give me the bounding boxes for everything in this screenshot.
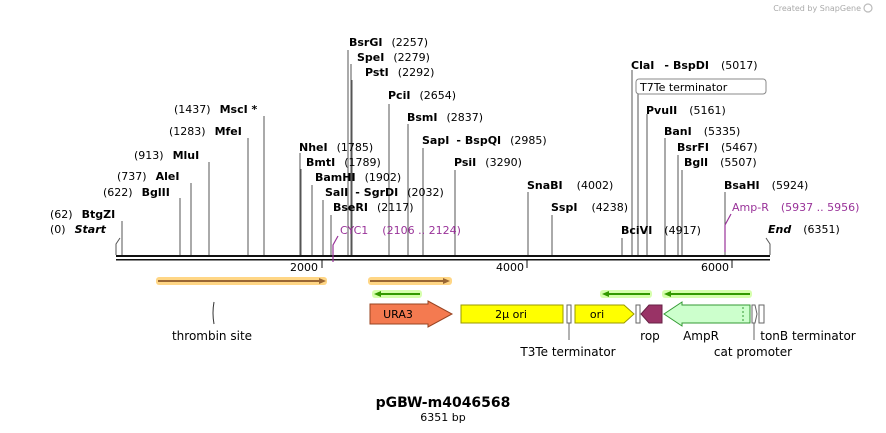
site-label-sspi[interactable]: SspI(4238) <box>551 201 628 214</box>
cat-promoter-feature[interactable]: cat promoter <box>714 304 792 359</box>
two-mu-ori-feature[interactable]: 2μ ori <box>460 304 564 324</box>
t7te-terminator-label: T7Te terminator <box>639 81 728 94</box>
watermark-text: Created by SnapGene <box>773 4 861 13</box>
site-label-bsrgi[interactable]: BsrGI(2257) <box>349 36 428 49</box>
t7te-terminator-marker[interactable] <box>635 304 641 324</box>
primer-labels: CYC1(2106 .. 2124) Amp-R(5937 .. 5956) <box>340 201 859 237</box>
primer-lines <box>332 213 732 262</box>
backbone <box>116 255 770 261</box>
ampr-feature[interactable]: AmpR <box>663 301 751 343</box>
site-label-bgli[interactable]: BglI(5507) <box>684 156 757 169</box>
t7te-terminator-label-box[interactable]: T7Te terminator <box>635 78 767 95</box>
site-label-end[interactable]: End(6351) <box>768 223 840 236</box>
site-lines <box>115 50 771 255</box>
site-line-end <box>765 237 771 255</box>
plasmid-size: 6351 bp <box>420 411 465 424</box>
t3te-terminator-label: T3Te terminator <box>519 345 615 359</box>
green-arrow-3-head <box>664 291 671 297</box>
orf-arrows <box>156 277 452 285</box>
rop-label: rop <box>640 329 660 343</box>
ura3-feature[interactable]: URA3 <box>369 300 454 328</box>
green-arrows <box>372 290 752 298</box>
site-label-psii[interactable]: PsiI(3290) <box>454 156 522 169</box>
t3te-terminator-feature[interactable]: T3Te terminator <box>519 304 616 359</box>
site-label-bsrfi[interactable]: BsrFI(5467) <box>677 141 758 154</box>
site-label-psti[interactable]: PstI(2292) <box>365 66 434 79</box>
site-label-spei[interactable]: SpeI(2279) <box>357 51 430 64</box>
site-label-nhei[interactable]: NheI(1785) <box>299 141 373 154</box>
rop-feature[interactable]: rop <box>640 304 663 343</box>
site-label-sapi[interactable]: SapI-BspQI(2985) <box>422 134 547 147</box>
orf-arrow-1-head <box>319 278 326 284</box>
scale-label-4000: 4000 <box>496 261 524 274</box>
cat-promoter-label: cat promoter <box>714 345 792 359</box>
thrombin-site-feature[interactable]: thrombin site <box>172 301 252 343</box>
ampr-label: AmpR <box>683 329 719 343</box>
scale-ticks: 2000 4000 6000 <box>290 259 733 274</box>
primer-label-ampr[interactable]: Amp-R(5937 .. 5956) <box>732 201 859 214</box>
plasmid-title: pGBW-m4046568 <box>376 395 511 411</box>
site-label-alei[interactable]: (737)AleI <box>117 170 179 183</box>
scale-label-2000: 2000 <box>290 261 318 274</box>
site-label-bani[interactable]: BanI(5335) <box>664 125 740 138</box>
green-arrow-2-head <box>602 291 609 297</box>
green-arrow-1-head <box>374 291 381 297</box>
site-label-bsmi[interactable]: BsmI(2837) <box>407 111 483 124</box>
site-label-bcivi[interactable]: BciVI(4917) <box>621 224 701 237</box>
site-label-sali[interactable]: SalI-SgrDI(2032) <box>325 186 444 199</box>
site-label-clai[interactable]: ClaI-BspDI(5017) <box>631 59 758 72</box>
thrombin-site-label: thrombin site <box>172 329 252 343</box>
site-label-bseri[interactable]: BseRI(2117) <box>333 201 414 214</box>
primer-line-ampr <box>724 213 732 252</box>
site-label-pcii[interactable]: PciI(2654) <box>388 89 456 102</box>
site-label-msci[interactable]: (1437)MscI * <box>174 103 258 116</box>
site-label-bamhi[interactable]: BamHI(1902) <box>315 171 401 184</box>
ori-feature[interactable]: ori <box>574 304 635 324</box>
site-label-bsahi[interactable]: BsaHI(5924) <box>724 179 808 192</box>
site-line-start <box>115 237 121 255</box>
tonb-terminator-feature[interactable]: tonB terminator <box>758 304 856 343</box>
tonb-terminator-label: tonB terminator <box>760 329 856 343</box>
primer-line-cyc1 <box>332 235 339 262</box>
site-label-start[interactable]: (0)Start <box>50 223 107 236</box>
snapgene-logo-icon <box>863 3 873 13</box>
ura3-label: URA3 <box>383 308 413 321</box>
site-label-mfei[interactable]: (1283)MfeI <box>169 125 242 138</box>
primer-label-cyc1[interactable]: CYC1(2106 .. 2124) <box>340 224 461 237</box>
site-label-bglii[interactable]: (622)BglII <box>103 186 170 199</box>
site-labels: (0)Start (62)BtgZI (622)BglII (737)AleI … <box>50 36 840 237</box>
site-label-snabi[interactable]: SnaBI(4002) <box>527 179 613 192</box>
site-label-mlui[interactable]: (913)MluI <box>134 149 199 162</box>
ori-label: ori <box>590 308 604 321</box>
site-label-bmti[interactable]: BmtI(1789) <box>306 156 381 169</box>
two-mu-ori-label: 2μ ori <box>495 308 527 321</box>
site-label-btgzi[interactable]: (62)BtgZI <box>50 208 115 221</box>
orf-arrow-2-head <box>443 278 450 284</box>
scale-label-6000: 6000 <box>701 261 729 274</box>
site-label-pvuii[interactable]: PvuII(5161) <box>646 104 726 117</box>
